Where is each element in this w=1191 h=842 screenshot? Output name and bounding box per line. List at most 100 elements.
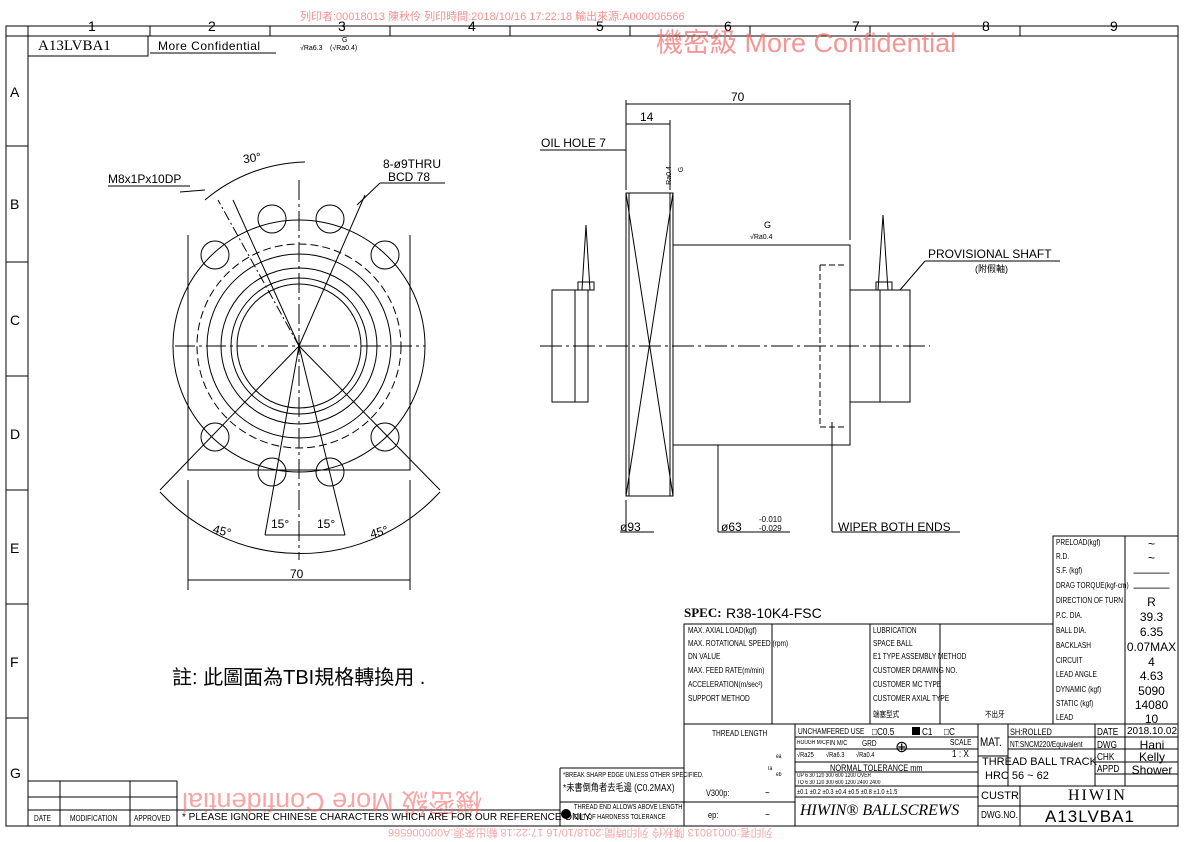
chamfer-c1: C1 [922,727,933,738]
prop-label-circuit: CIRCUIT [1056,656,1083,665]
prop-label-direction: DIRECTION OF TURN [1056,596,1123,605]
mat-material: NT:SNCM220/Equivalent [1010,740,1083,749]
finish-ra63: √Ra6.3 [826,752,845,759]
row-label-d: D [10,426,21,442]
c1-checkbox [912,727,920,735]
watermark-print-info-mirrored: 列印者:00018013 陳秋伶 列印時間:2018/10/16 17:22:1… [388,826,773,838]
front-width: 70 [290,567,304,581]
chk-value: Kelly [1138,750,1165,764]
prop-value-lead-angle: 4.63 [1139,669,1164,683]
rough-mc-label: ROUGH M/C [797,740,826,746]
row-label-f: F [10,654,19,670]
thread-end-note-2: OUT OF HARDNESS TOLERANCE [574,814,666,821]
watermark-confidential-mirrored: 機密級 More Confidential [182,787,483,817]
dwg-label: DWG [1097,740,1118,751]
spec-row-4-left: MAX. FEED RATE(m/min) [688,666,765,675]
tol-values-row: ±0.1 ±0.2 ±0.3 ±0.4 ±0.5 ±0.8 ±1.0 ±1.5 [797,789,898,796]
flange-diameter: ø93 [620,520,641,534]
spec-value: R38-10K4-FSC [726,605,822,621]
appd-value: Shower [1131,763,1173,777]
thread-end-note-1: THREAD END ALLOWS ABOVE LENGTH [574,804,683,811]
oil-hole-callout: OIL HOLE 7 [541,136,606,150]
angle-mid-right: 15° [317,517,336,531]
fin-mc-label: FIN M/C [826,740,848,747]
col-label-2: 2 [208,18,216,34]
front-view [108,161,445,590]
prop-value-circuit: 4 [1148,655,1155,669]
col-label-9: 9 [1110,18,1118,34]
finish-ra04: √Ra0.4 [856,752,875,759]
spec-row-6-right: CUSTOMER AXIAL TYPE [873,694,950,703]
prop-label-ball: BALL DIA. [1056,626,1087,635]
row-label-g: G [10,765,21,781]
prop-value-backlash: 0.07MAX [1126,640,1177,654]
spec-row-5-left: ACCELERATION(m/sec²) [688,680,763,689]
side-view [540,100,1060,533]
hiwin-brand: HIWIN® BALLSCREWS [800,802,960,819]
flange-thickness: 14 [640,110,654,124]
custr-label: CUSTR [981,790,1019,802]
header-finish-rough: √Ra6.3 [300,45,323,52]
prop-label-lead: LEAD [1056,713,1074,722]
thread-length-label: THREAD LENGTH [712,729,768,738]
watermark-confidential: 機密級 More Confidential [656,28,957,58]
prop-label-pcd: P.C. DIA. [1056,611,1083,620]
spec-row-3-left: DN VALUE [688,652,721,661]
header-finish-g: G [342,37,348,44]
note-cn: 註: 此圖面為TBI規格轉換用 . [172,667,426,689]
finish-ra25: √Ra25 [797,752,814,759]
thread-callout: M8x1Px10DP [108,172,182,186]
side-finish-g: G [678,166,686,173]
chamfer-c05: □C0.5 [872,727,895,738]
break-note-1: *BREAK SHARP EDGE UNLESS OTHER SPECIFIED… [563,772,704,779]
v300-label: V300p: [706,788,730,798]
v300-tilde: ~ [765,788,770,799]
header-dwg-id: A13LVBA1 [38,38,111,54]
spec-row-1-right: LUBRICATION [873,626,917,635]
prop-value-ball: 6.35 [1139,625,1164,639]
row-label-e: E [10,540,20,556]
col-label-1: 1 [88,18,96,34]
customer-value: HIWIN [1068,787,1127,804]
col-label-4: 4 [468,18,476,34]
prop-value-lead: 10 [1144,712,1159,726]
spec-row-5-right: CUSTOMER MC TYPE [873,680,942,689]
header-confidential: More Confidential [158,39,261,53]
revision-modification-label: MODIFICATION [70,814,118,823]
spec-tail-right: 不出牙 [985,710,1005,719]
hrc-label: HRC 56 ~ 62 [985,770,1049,782]
title-block-lines [559,723,1179,827]
unchamfered-label: UNCHAMFERED USE [798,727,865,736]
prop-label-dynamic: DYNAMIC (kgf) [1056,685,1102,694]
provisional-shaft-cn: (附假軸) [975,264,1008,274]
angle-top: 30° [242,149,263,167]
prop-value-pcd: 39.3 [1139,610,1164,624]
prop-value-sf: ——— [1133,565,1170,579]
spec-label: SPEC: [684,605,722,620]
ignore-chinese-note: * PLEASE IGNORE CHINESE CHARACTERS WHICH… [182,812,593,823]
ep-tilde: ~ [765,810,770,821]
tol-to-row: TO 6 30 120 300 600 1200 2400 2400 [797,780,881,786]
revision-approved-label: APPROVED [134,814,171,823]
bcd-callout: BCD 78 [388,170,431,184]
chk-label: CHK [1097,752,1115,763]
col-label-3: 3 [338,18,346,34]
col-label-5: 5 [596,18,604,34]
dwgno-value: A13LVBA1 [1045,807,1135,826]
prop-value-static: 14080 [1134,698,1169,712]
watermark-print-info: 列印者:00018013 陳秋伶 列印時間:2018/10/16 17:22:1… [300,11,685,23]
mat-label: MAT. [980,735,1002,749]
grd-label: GRD [862,739,877,748]
prop-value-direction: R [1147,595,1156,609]
thread-ta: Ta [767,766,773,772]
thread-ea: ea [776,754,782,760]
body-finish-g: G [764,220,772,230]
prop-label-rd: R.D. [1056,552,1070,561]
date-label: DATE [1097,727,1119,738]
tolerance-title: NORMAL TOLERANCE mm [830,763,923,773]
body-diameter: ø63 [721,520,742,534]
spec-row-2-left: MAX. ROTATIONAL SPEED (rpm) [688,639,789,648]
prop-value-preload: ~ [1147,537,1155,551]
wiper-callout: WIPER BOTH ENDS [838,520,951,534]
